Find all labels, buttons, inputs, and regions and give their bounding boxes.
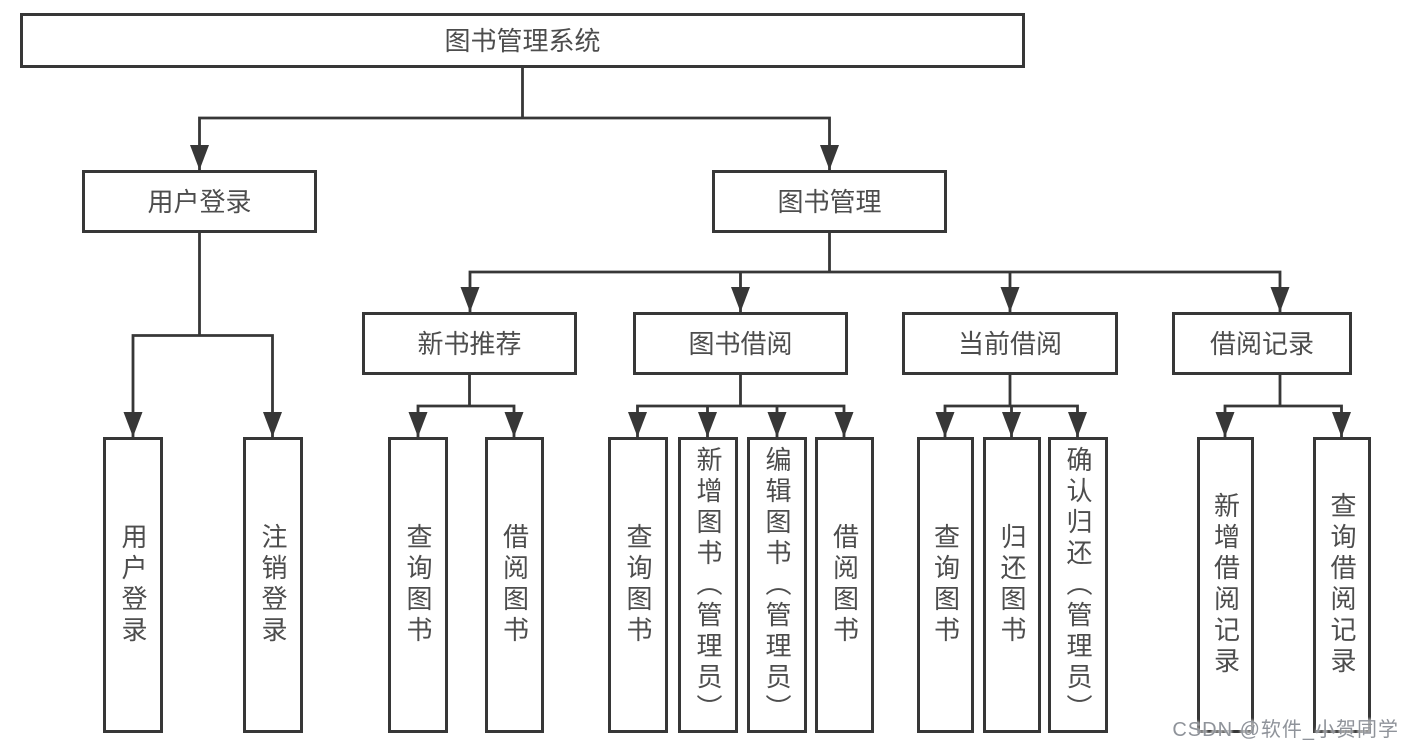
node-label: 确认归还（管理员）	[1063, 445, 1093, 725]
node-label: 新增借阅记录	[1210, 492, 1241, 678]
node-leaf-query-books: 查询图书	[608, 437, 668, 733]
node-label: 查询图书	[623, 523, 653, 647]
node-label: 当前借阅	[957, 328, 1062, 359]
node-leaf-add-books-admin: 新增图书（管理员）	[678, 437, 738, 733]
node-leaf-edit-books-admin: 编辑图书（管理员）	[747, 437, 807, 733]
node-new-book-recommendation: 新书推荐	[362, 312, 577, 375]
node-label: 借阅记录	[1209, 328, 1314, 359]
node-leaf-borrow-books: 借阅图书	[485, 437, 544, 733]
node-label: 编辑图书（管理员）	[762, 445, 792, 725]
node-label: 查询图书	[403, 523, 433, 647]
node-label: 查询图书	[930, 523, 961, 647]
node-label: 用户登录	[118, 523, 148, 647]
node-borrowing-records: 借阅记录	[1172, 312, 1352, 375]
node-leaf-query-borrow-record: 查询借阅记录	[1313, 437, 1371, 733]
node-label: 图书管理	[777, 186, 882, 217]
csdn-watermark: CSDN @软件_小贺同学	[1172, 719, 1399, 741]
node-leaf-confirm-return-admin: 确认归还（管理员）	[1048, 437, 1108, 733]
node-label: 用户登录	[147, 186, 252, 217]
node-label: 归还图书	[997, 523, 1027, 647]
node-label: 新增图书（管理员）	[693, 445, 723, 725]
node-leaf-query-books: 查询图书	[917, 437, 974, 733]
node-leaf-query-books: 查询图书	[388, 437, 448, 733]
node-label: 图书管理系统	[444, 25, 601, 56]
node-leaf-borrow-books: 借阅图书	[815, 437, 874, 733]
node-leaf-add-borrow-record: 新增借阅记录	[1197, 437, 1254, 733]
node-label: 查询借阅记录	[1327, 492, 1357, 678]
node-label: 注销登录	[258, 523, 288, 647]
node-user-login: 用户登录	[82, 170, 317, 233]
node-book-management-system: 图书管理系统	[20, 13, 1025, 68]
node-label: 新书推荐	[417, 328, 522, 359]
node-label: 借阅图书	[829, 523, 860, 647]
node-leaf-logout: 注销登录	[243, 437, 303, 733]
node-leaf-return-books: 归还图书	[983, 437, 1041, 733]
node-leaf-user-login: 用户登录	[103, 437, 163, 733]
node-book-management: 图书管理	[712, 170, 947, 233]
node-label: 借阅图书	[499, 523, 530, 647]
node-current-borrowing: 当前借阅	[902, 312, 1118, 375]
node-label: 图书借阅	[688, 328, 793, 359]
node-book-borrowing: 图书借阅	[633, 312, 848, 375]
